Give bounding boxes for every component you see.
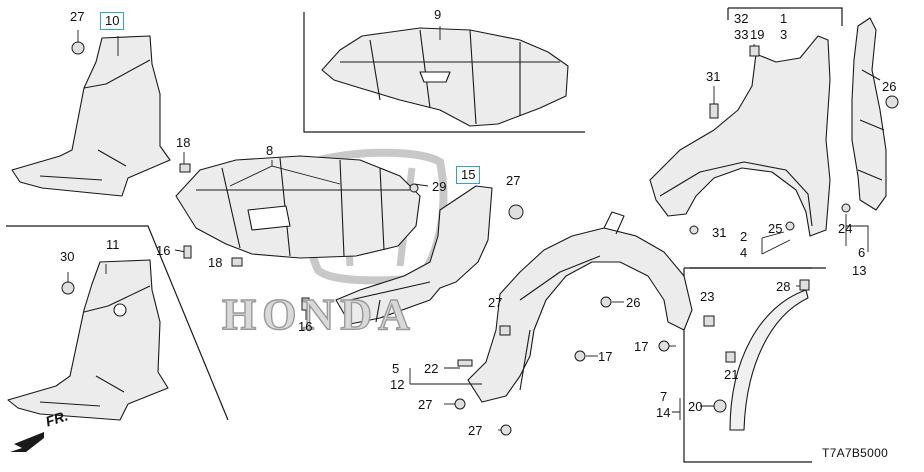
- group-border-molding: [683, 267, 812, 463]
- fastener-30: [61, 281, 75, 295]
- front-arrow-icon: [10, 432, 44, 452]
- fastener-27-bottom: [500, 424, 512, 436]
- fastener-27-lower: [454, 398, 466, 410]
- clip-22: [457, 359, 473, 367]
- part-5-fender-liner: [467, 227, 693, 403]
- clip-28: [799, 279, 810, 291]
- callout-1: 1: [780, 11, 788, 26]
- callout-15-boxed: 15: [456, 166, 481, 184]
- callout-22: 22: [424, 361, 439, 376]
- clip-18-lower: [231, 257, 243, 267]
- fastener-26-liner: [600, 296, 612, 308]
- callout-28: 28: [776, 279, 791, 294]
- bolt-31-upper: [709, 103, 719, 119]
- part-24-fender-bracket: [851, 17, 887, 211]
- callout-26: 26: [882, 79, 897, 94]
- clip-23: [703, 315, 715, 327]
- cap-26-right: [885, 95, 899, 109]
- callout-26: 26: [626, 295, 641, 310]
- fastener-27-liner: [499, 325, 511, 336]
- callout-17: 17: [598, 349, 613, 364]
- callout-20: 20: [688, 399, 703, 414]
- callout-17: 17: [634, 339, 649, 354]
- callout-21: 21: [724, 367, 739, 382]
- part-10-splash-shield: [11, 35, 171, 197]
- callout-5: 5: [392, 361, 400, 376]
- group-border-bottom-left: [6, 225, 229, 421]
- callout-33: 33: [734, 27, 749, 42]
- bolt-16-left: [183, 245, 192, 259]
- callout-7: 7: [660, 389, 668, 404]
- callout-11: 11: [106, 237, 120, 252]
- callout-31: 31: [706, 69, 721, 84]
- clip-19: [749, 45, 760, 57]
- fastener-27-top-left: [71, 41, 85, 55]
- fastener-17-liner: [574, 350, 586, 362]
- callout-9: 9: [434, 7, 442, 22]
- callout-27: 27: [418, 397, 433, 412]
- part-1-front-fender: [649, 35, 831, 237]
- honda-watermark: HONDA: [221, 289, 416, 339]
- callout-31: 31: [712, 225, 727, 240]
- callout-4: 4: [740, 245, 748, 260]
- callout-6: 6: [858, 245, 866, 260]
- part-7-arch-molding: [729, 289, 809, 431]
- bolt-31-lower: [689, 225, 699, 235]
- diagram-code: T7A7B5000: [822, 446, 889, 460]
- callout-16: 16: [298, 319, 313, 334]
- callout-27: 27: [506, 173, 521, 188]
- clip-20: [713, 399, 727, 413]
- callout-8: 8: [266, 143, 274, 158]
- callout-12: 12: [390, 377, 405, 392]
- callout-10-boxed: 10: [100, 12, 125, 30]
- fastener-29: [409, 183, 419, 193]
- fastener-17-right: [658, 340, 670, 352]
- callout-23: 23: [700, 289, 715, 304]
- callout-27: 27: [468, 423, 483, 438]
- bolt-25: [785, 221, 795, 231]
- part-11-splash-shield: [7, 259, 169, 421]
- callout-19: 19: [750, 27, 765, 42]
- clip-18-upper: [179, 163, 191, 173]
- callout-2: 2: [740, 229, 748, 244]
- callout-14: 14: [656, 405, 671, 420]
- callout-24: 24: [838, 221, 853, 236]
- clip-21: [725, 351, 736, 363]
- callout-16: 16: [156, 243, 171, 258]
- callout-27: 27: [488, 295, 503, 310]
- callout-32: 32: [734, 11, 749, 26]
- group-border-top-center: [303, 12, 585, 133]
- callout-13: 13: [852, 263, 867, 278]
- part-15-side-cover: [335, 185, 493, 325]
- fastener-27-center: [508, 204, 524, 220]
- callout-18: 18: [176, 135, 191, 150]
- callout-25: 25: [768, 221, 783, 236]
- callout-30: 30: [60, 249, 75, 264]
- callout-3: 3: [780, 27, 788, 42]
- callout-27: 27: [70, 9, 85, 24]
- callout-18: 18: [208, 255, 223, 270]
- bolt-24: [841, 203, 851, 213]
- bolt-16-bottom: [301, 297, 310, 311]
- callout-29: 29: [432, 179, 447, 194]
